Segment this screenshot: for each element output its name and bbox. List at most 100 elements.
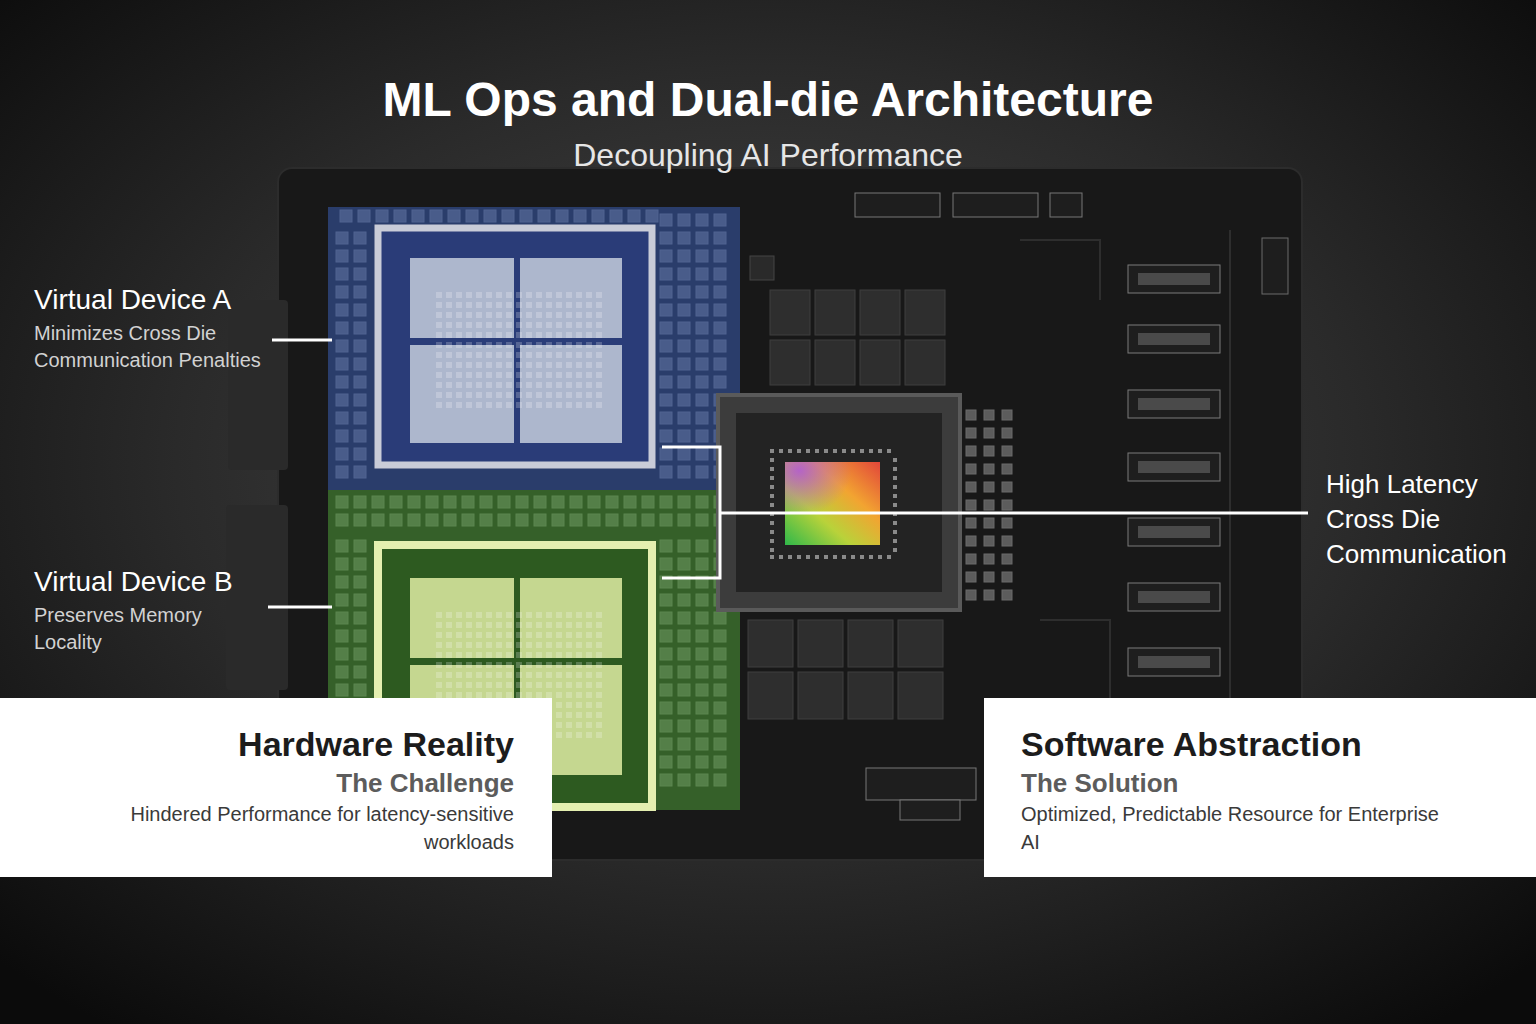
hbm-cell bbox=[586, 682, 592, 688]
hbm-cell bbox=[516, 362, 522, 368]
hbm-cell bbox=[576, 692, 582, 698]
hbm-cell bbox=[526, 642, 532, 648]
hbm-cell bbox=[546, 672, 552, 678]
hbm-cell bbox=[456, 392, 462, 398]
hbm-cell bbox=[476, 302, 482, 308]
capacitor bbox=[966, 572, 976, 582]
capacitor bbox=[984, 410, 994, 420]
device-description: Minimizes Cross Die Communication Penalt… bbox=[34, 320, 284, 374]
hbm-cell bbox=[546, 322, 552, 328]
hbm-cell bbox=[566, 652, 572, 658]
socket-slot bbox=[1138, 526, 1210, 538]
hbm-cell bbox=[566, 362, 572, 368]
hbm-cell bbox=[476, 642, 482, 648]
hbm-cell bbox=[556, 362, 562, 368]
hbm-cell bbox=[536, 402, 542, 408]
hbm-cell bbox=[506, 322, 512, 328]
hbm-cell bbox=[526, 312, 532, 318]
hbm-cell bbox=[486, 612, 492, 618]
chip-pad bbox=[770, 555, 774, 559]
hbm-cell bbox=[586, 622, 592, 628]
hbm-cell bbox=[536, 362, 542, 368]
hbm-cell bbox=[436, 372, 442, 378]
hbm-cell bbox=[516, 632, 522, 638]
hbm-cell bbox=[526, 382, 532, 388]
hbm-cell bbox=[446, 312, 452, 318]
chip-pad bbox=[887, 449, 891, 453]
hbm-cell bbox=[486, 372, 492, 378]
hbm-cell bbox=[516, 312, 522, 318]
hbm-cell bbox=[506, 292, 512, 298]
hbm-cell bbox=[596, 672, 602, 678]
capacitor bbox=[966, 554, 976, 564]
hbm-cell bbox=[436, 392, 442, 398]
hbm-cell bbox=[546, 642, 552, 648]
chip-die bbox=[785, 462, 880, 545]
hbm-cell bbox=[466, 292, 472, 298]
chip-pad bbox=[770, 449, 897, 559]
hbm-cell bbox=[526, 632, 532, 638]
hbm-cell bbox=[546, 382, 552, 388]
hbm-cell bbox=[436, 662, 442, 668]
hbm-cell bbox=[486, 652, 492, 658]
memory-chip bbox=[798, 620, 843, 667]
socket bbox=[1128, 265, 1220, 293]
hbm-cell bbox=[546, 612, 552, 618]
hbm-cell bbox=[526, 402, 532, 408]
socket bbox=[1128, 453, 1220, 481]
hbm-cell bbox=[436, 312, 442, 318]
chip-pad bbox=[860, 449, 864, 453]
hbm-cell bbox=[586, 662, 592, 668]
memory-chip bbox=[748, 620, 793, 667]
hbm-cell bbox=[506, 362, 512, 368]
hbm-cell bbox=[566, 392, 572, 398]
hbm-cell bbox=[456, 322, 462, 328]
hbm-cell bbox=[526, 652, 532, 658]
hbm-cell bbox=[456, 342, 462, 348]
hbm-cell bbox=[516, 652, 522, 658]
hbm-cell bbox=[586, 362, 592, 368]
hbm-cell bbox=[586, 382, 592, 388]
chip-pad bbox=[797, 555, 801, 559]
info-panel: Hardware RealityThe ChallengeHindered Pe… bbox=[0, 698, 552, 877]
hbm-cell bbox=[446, 642, 452, 648]
hbm-cell bbox=[446, 342, 452, 348]
capacitor bbox=[1002, 482, 1012, 492]
hbm-cell bbox=[526, 352, 532, 358]
hbm-cell bbox=[536, 672, 542, 678]
hbm-cell bbox=[456, 352, 462, 358]
hbm-cell bbox=[586, 332, 592, 338]
hbm-cell bbox=[436, 302, 442, 308]
hbm-cell bbox=[436, 632, 442, 638]
hbm-cell bbox=[586, 672, 592, 678]
hbm-cell bbox=[446, 652, 452, 658]
socket-slot bbox=[1138, 273, 1210, 668]
memory-chip bbox=[748, 672, 793, 719]
hbm-cell bbox=[506, 332, 512, 338]
hbm-cell bbox=[466, 622, 472, 628]
hbm-cell bbox=[556, 402, 562, 408]
hbm-cell bbox=[436, 682, 442, 688]
hbm-cell bbox=[546, 352, 552, 358]
hbm-cell bbox=[446, 292, 452, 298]
die-block bbox=[410, 258, 514, 338]
socket-slot bbox=[1138, 461, 1210, 473]
capacitor bbox=[966, 410, 976, 420]
hbm-cell bbox=[456, 382, 462, 388]
hbm-cell bbox=[456, 682, 462, 688]
hbm-cell bbox=[586, 322, 592, 328]
hbm-cell bbox=[496, 632, 502, 638]
hbm-cell bbox=[596, 652, 602, 658]
hbm-cell bbox=[536, 622, 542, 628]
memory-chip bbox=[898, 620, 943, 667]
hbm-cell bbox=[566, 342, 572, 348]
capacitor bbox=[966, 482, 976, 492]
hbm-cell bbox=[586, 692, 592, 698]
hbm-cell bbox=[586, 722, 592, 728]
hbm-cell bbox=[596, 612, 602, 618]
hbm-cell bbox=[476, 402, 482, 408]
hbm-cell bbox=[576, 382, 582, 388]
hbm-cell bbox=[546, 292, 552, 298]
capacitor bbox=[984, 590, 994, 600]
chip-pad bbox=[797, 449, 801, 453]
